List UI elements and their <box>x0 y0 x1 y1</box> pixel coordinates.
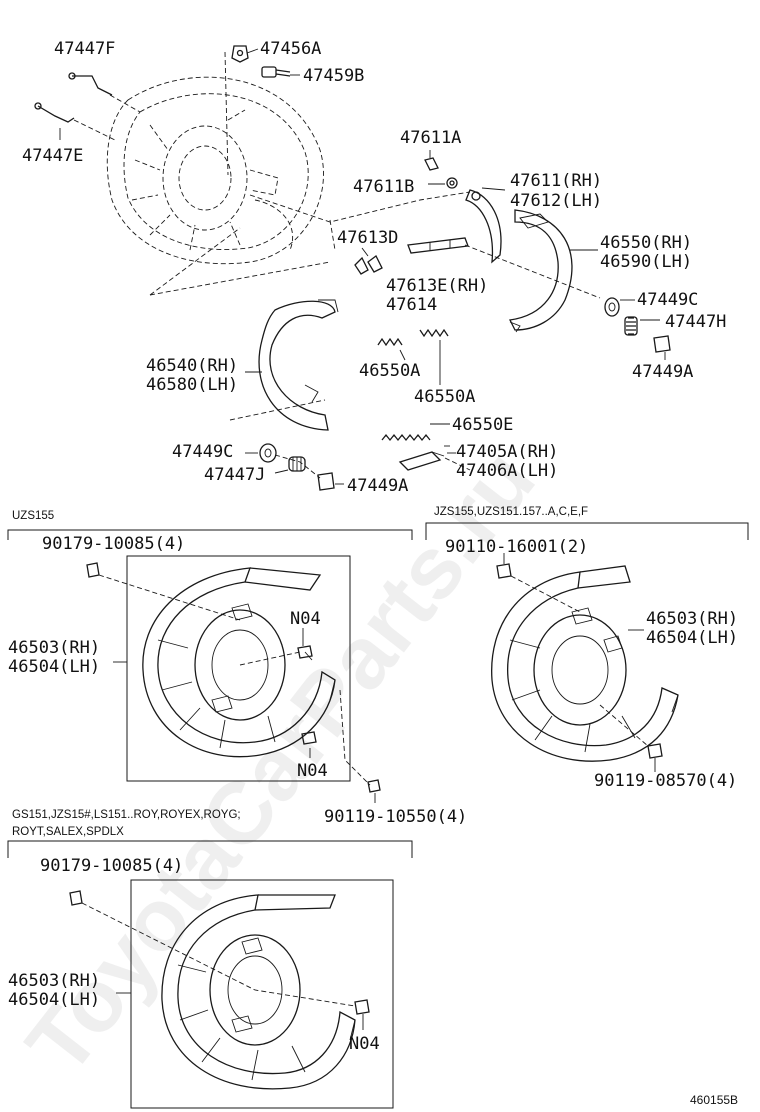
bolt-90119-uzs155-drawing <box>367 779 381 793</box>
part-47447J-spring-drawing <box>288 456 306 472</box>
section-title-jzs155: JZS155,UZS151.157..A,C,E,F <box>434 506 588 518</box>
part-47447E-drawing <box>34 102 75 123</box>
label-46550-rh: 46550(RH) <box>600 233 692 253</box>
label-47406A-lh: 47406A(LH) <box>456 461 558 481</box>
bolt-90179-gs151-drawing <box>69 890 83 906</box>
part-47449A-right-drawing <box>653 335 671 353</box>
part-47611-lever-drawing <box>465 189 502 264</box>
part-47611A-drawing <box>424 157 439 171</box>
part-47613E-adjuster-drawing <box>407 237 469 254</box>
part-47447F-drawing <box>68 72 113 96</box>
section-title-gs151-line1: GS151,JZS15#,LS151..ROY,ROYEX,ROYG; <box>12 809 241 821</box>
label-s1-n04-a: N04 <box>290 609 321 629</box>
label-47612-lh: 47612(LH) <box>510 191 602 211</box>
label-47447H: 47447H <box>665 312 726 332</box>
label-47611-rh: 47611(RH) <box>510 171 602 191</box>
label-s3-90179-10085: 90179-10085(4) <box>40 856 183 876</box>
label-s2-90110-16001: 90110-16001(2) <box>445 537 588 557</box>
label-s3-n04: N04 <box>349 1034 380 1054</box>
bolt-n04-gs151-drawing <box>354 999 370 1015</box>
bolt-90119-08570-drawing <box>647 743 663 759</box>
bolt-90179-uzs155-drawing <box>86 562 100 578</box>
label-47449A-left: 47449A <box>347 476 408 496</box>
label-46590-lh: 46590(LH) <box>600 252 692 272</box>
label-s3-46503-rh: 46503(RH) <box>8 971 100 991</box>
label-s2-46504-lh: 46504(LH) <box>646 628 738 648</box>
part-47449C-left-drawing <box>259 443 277 463</box>
label-47456A: 47456A <box>260 39 321 59</box>
part-47449C-right-drawing <box>604 297 620 317</box>
part-47611B-drawing <box>446 177 458 189</box>
label-s2-90119-08570: 90119-08570(4) <box>594 771 737 791</box>
label-47449C-right: 47449C <box>637 290 698 310</box>
label-s3-46504-lh: 46504(LH) <box>8 990 100 1010</box>
label-s1-90179-10085: 90179-10085(4) <box>42 534 185 554</box>
dust-cover-jzs155-drawing <box>491 565 679 762</box>
label-47405A-rh: 47405A(RH) <box>456 442 558 462</box>
label-s1-46504-lh: 46504(LH) <box>8 657 100 677</box>
label-47449A-right: 47449A <box>632 362 693 382</box>
part-47449A-left-drawing <box>317 472 335 491</box>
label-s1-n04-b: N04 <box>297 761 328 781</box>
label-47611B: 47611B <box>353 177 414 197</box>
label-s1-46503-rh: 46503(RH) <box>8 638 100 658</box>
label-46550A-1: 46550A <box>359 361 420 381</box>
label-47447F: 47447F <box>54 39 115 59</box>
label-46550E: 46550E <box>452 415 513 435</box>
label-46540-rh: 46540(RH) <box>146 356 238 376</box>
section-title-gs151-line2: ROYT,SALEX,SPDLX <box>12 826 124 838</box>
part-46540-shoe-lh-drawing <box>258 299 339 431</box>
label-47611A: 47611A <box>400 128 461 148</box>
diagram-code: 460155B <box>690 1093 738 1107</box>
part-47405A-adjuster-drawing <box>398 451 445 471</box>
backing-plate-drawing <box>106 51 324 265</box>
label-47613D: 47613D <box>337 228 398 248</box>
bolt-90110-drawing <box>496 563 512 579</box>
label-s1-90119-10550: 90119-10550(4) <box>324 807 467 827</box>
label-47447J: 47447J <box>204 465 265 485</box>
label-46550A-2: 46550A <box>414 387 475 407</box>
part-46550E-spring-drawing <box>381 433 431 442</box>
part-47447H-spring-drawing <box>624 316 638 336</box>
label-47447E: 47447E <box>22 146 83 166</box>
label-46580-lh: 46580(LH) <box>146 375 238 395</box>
section-uzs155-frame <box>126 555 351 782</box>
label-47459B: 47459B <box>303 66 364 86</box>
bolt-n04-b-drawing <box>301 731 317 745</box>
section-gs151-frame <box>130 879 394 1109</box>
dust-cover-uzs155-drawing <box>142 567 336 758</box>
part-46550A-springs-drawing <box>377 328 449 347</box>
bolt-n04-a-drawing <box>297 645 313 661</box>
part-47456A-drawing <box>231 45 249 63</box>
label-47614: 47614 <box>386 295 437 315</box>
label-47613E-rh: 47613E(RH) <box>386 276 488 296</box>
part-46550-shoe-rh-drawing <box>509 209 573 333</box>
label-47449C-left: 47449C <box>172 442 233 462</box>
section-title-uzs155: UZS155 <box>12 510 54 522</box>
dust-cover-gs151-drawing <box>161 894 356 1090</box>
part-47459B-drawing <box>261 66 291 78</box>
part-47613D-drawing <box>354 255 383 275</box>
label-s2-46503-rh: 46503(RH) <box>646 609 738 629</box>
